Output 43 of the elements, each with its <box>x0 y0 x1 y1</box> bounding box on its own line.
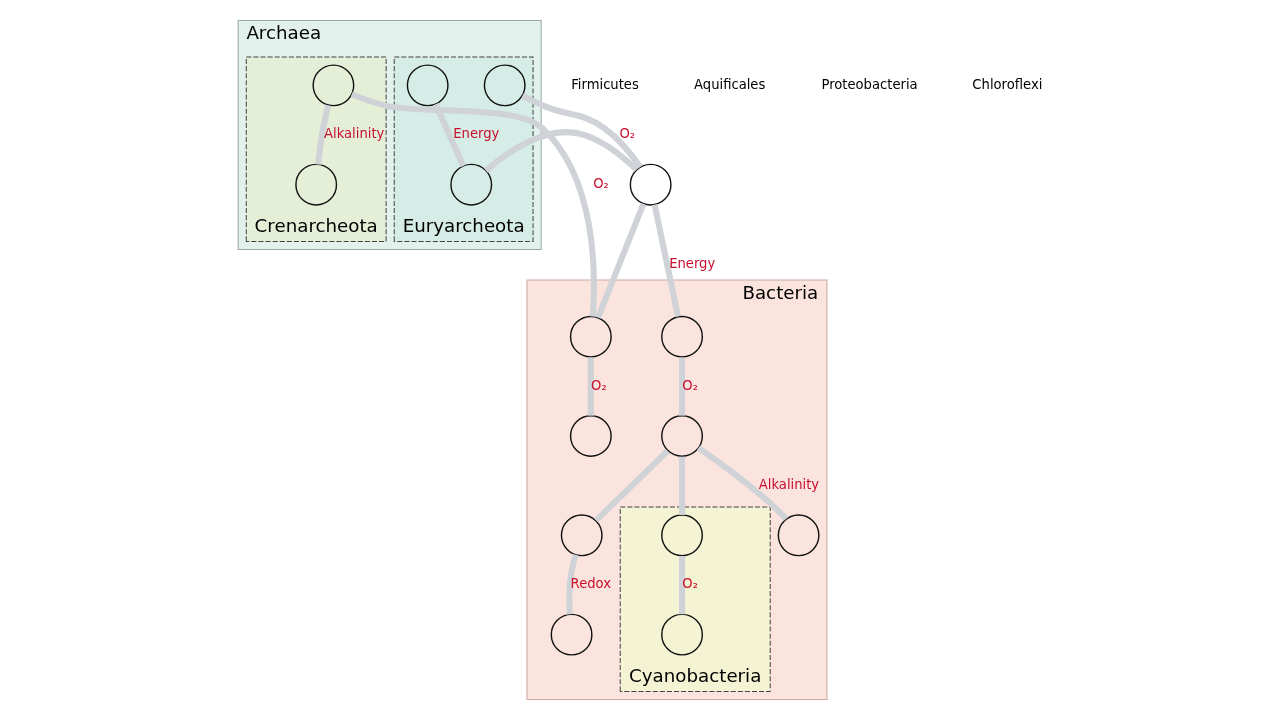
node-circle <box>660 613 703 656</box>
node-circle <box>311 64 354 107</box>
node-circle <box>569 315 612 358</box>
node-circle <box>660 315 703 358</box>
node-circle <box>550 613 593 656</box>
edge-label: O₂ <box>592 176 609 192</box>
label: Firmicutes <box>570 76 639 92</box>
connector <box>350 91 597 317</box>
edge-label: O₂ <box>681 377 698 393</box>
edge-label: Alkalinity <box>758 477 819 493</box>
node-circle <box>777 514 820 557</box>
connector <box>678 357 685 416</box>
connector <box>520 93 643 169</box>
node-circle <box>294 163 337 206</box>
edge-label: Alkalinity <box>323 126 384 142</box>
connector <box>696 445 788 522</box>
node-circle <box>629 163 672 206</box>
edge-label: O₂ <box>619 126 635 142</box>
node-circle <box>483 64 526 107</box>
connector <box>594 202 646 319</box>
connector <box>483 129 639 173</box>
connector <box>587 357 594 416</box>
node-circle <box>569 415 612 457</box>
label: Chloroflexi <box>971 76 1042 92</box>
label: Aquificales <box>693 76 765 92</box>
connector <box>432 102 466 168</box>
node-circle <box>560 514 603 557</box>
edge-label: O₂ <box>590 377 607 393</box>
connector <box>593 448 670 523</box>
connector <box>678 456 685 515</box>
label: Proteobacteria <box>820 76 918 92</box>
edge-label: Redox <box>570 576 611 592</box>
connector <box>651 204 681 317</box>
node-circle <box>660 415 703 457</box>
connector <box>678 556 685 615</box>
edge-label: Energy <box>668 256 715 272</box>
edge-label: Energy <box>452 126 499 142</box>
edge-label: O₂ <box>681 576 698 592</box>
connector <box>314 104 331 165</box>
node-circle <box>449 163 492 206</box>
node-circle <box>660 514 703 557</box>
connector <box>565 553 579 615</box>
node-circle <box>406 64 449 107</box>
